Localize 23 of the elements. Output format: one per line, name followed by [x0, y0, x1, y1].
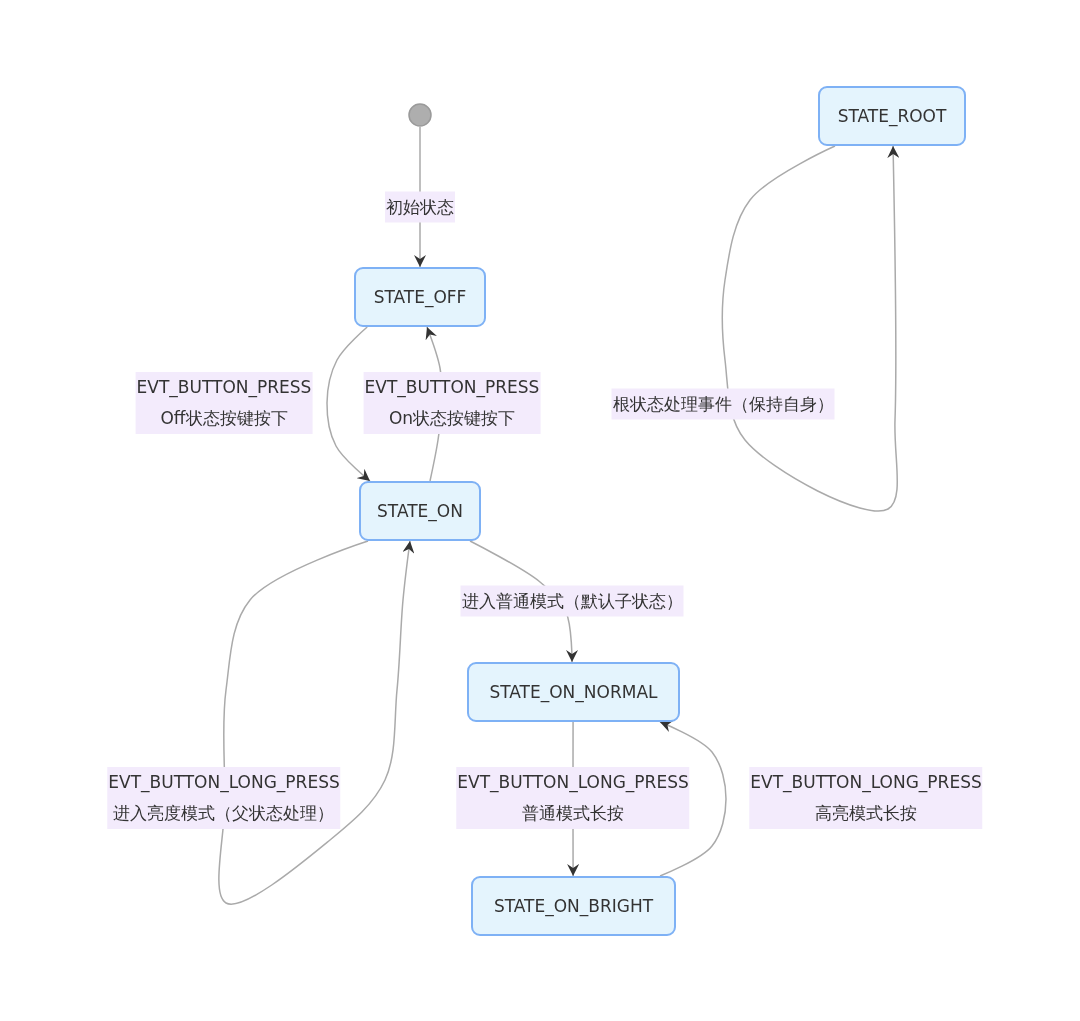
- state-name: STATE_OFF: [373, 287, 467, 307]
- edge-label: EVT_BUTTON_LONG_PRESS 进入亮度模式（父状态处理）: [107, 767, 341, 829]
- transition-arrow: [721, 145, 900, 512]
- edge-label: EVT_BUTTON_PRESS On状态按键按下: [363, 372, 541, 434]
- state-name: STATE_ON: [377, 501, 463, 521]
- edge-label: EVT_BUTTON_PRESS Off状态按键按下: [135, 372, 313, 434]
- state-box: [818, 86, 966, 146]
- transition-arrow: [326, 326, 371, 482]
- state-name: STATE_ON_BRIGHT: [493, 896, 654, 916]
- edge-label: 初始状态: [385, 191, 455, 223]
- state-box: [471, 876, 676, 936]
- state-name: STATE_ON_NORMAL: [489, 682, 658, 702]
- transition-arrow: [659, 720, 727, 877]
- transition-arrow: [218, 540, 415, 905]
- state-box: [467, 662, 680, 722]
- edge-label: 进入普通模式（默认子状态）: [460, 585, 684, 617]
- edge-label: EVT_BUTTON_LONG_PRESS 普通模式长按: [456, 767, 690, 829]
- state-box: [354, 267, 486, 327]
- state-name: STATE_ROOT: [837, 106, 947, 126]
- edge-label: EVT_BUTTON_LONG_PRESS 高亮模式长按: [749, 767, 983, 829]
- edge-label: 根状态处理事件（保持自身）: [611, 388, 835, 420]
- initial-state-circle: [408, 103, 432, 127]
- state-box: [359, 481, 481, 541]
